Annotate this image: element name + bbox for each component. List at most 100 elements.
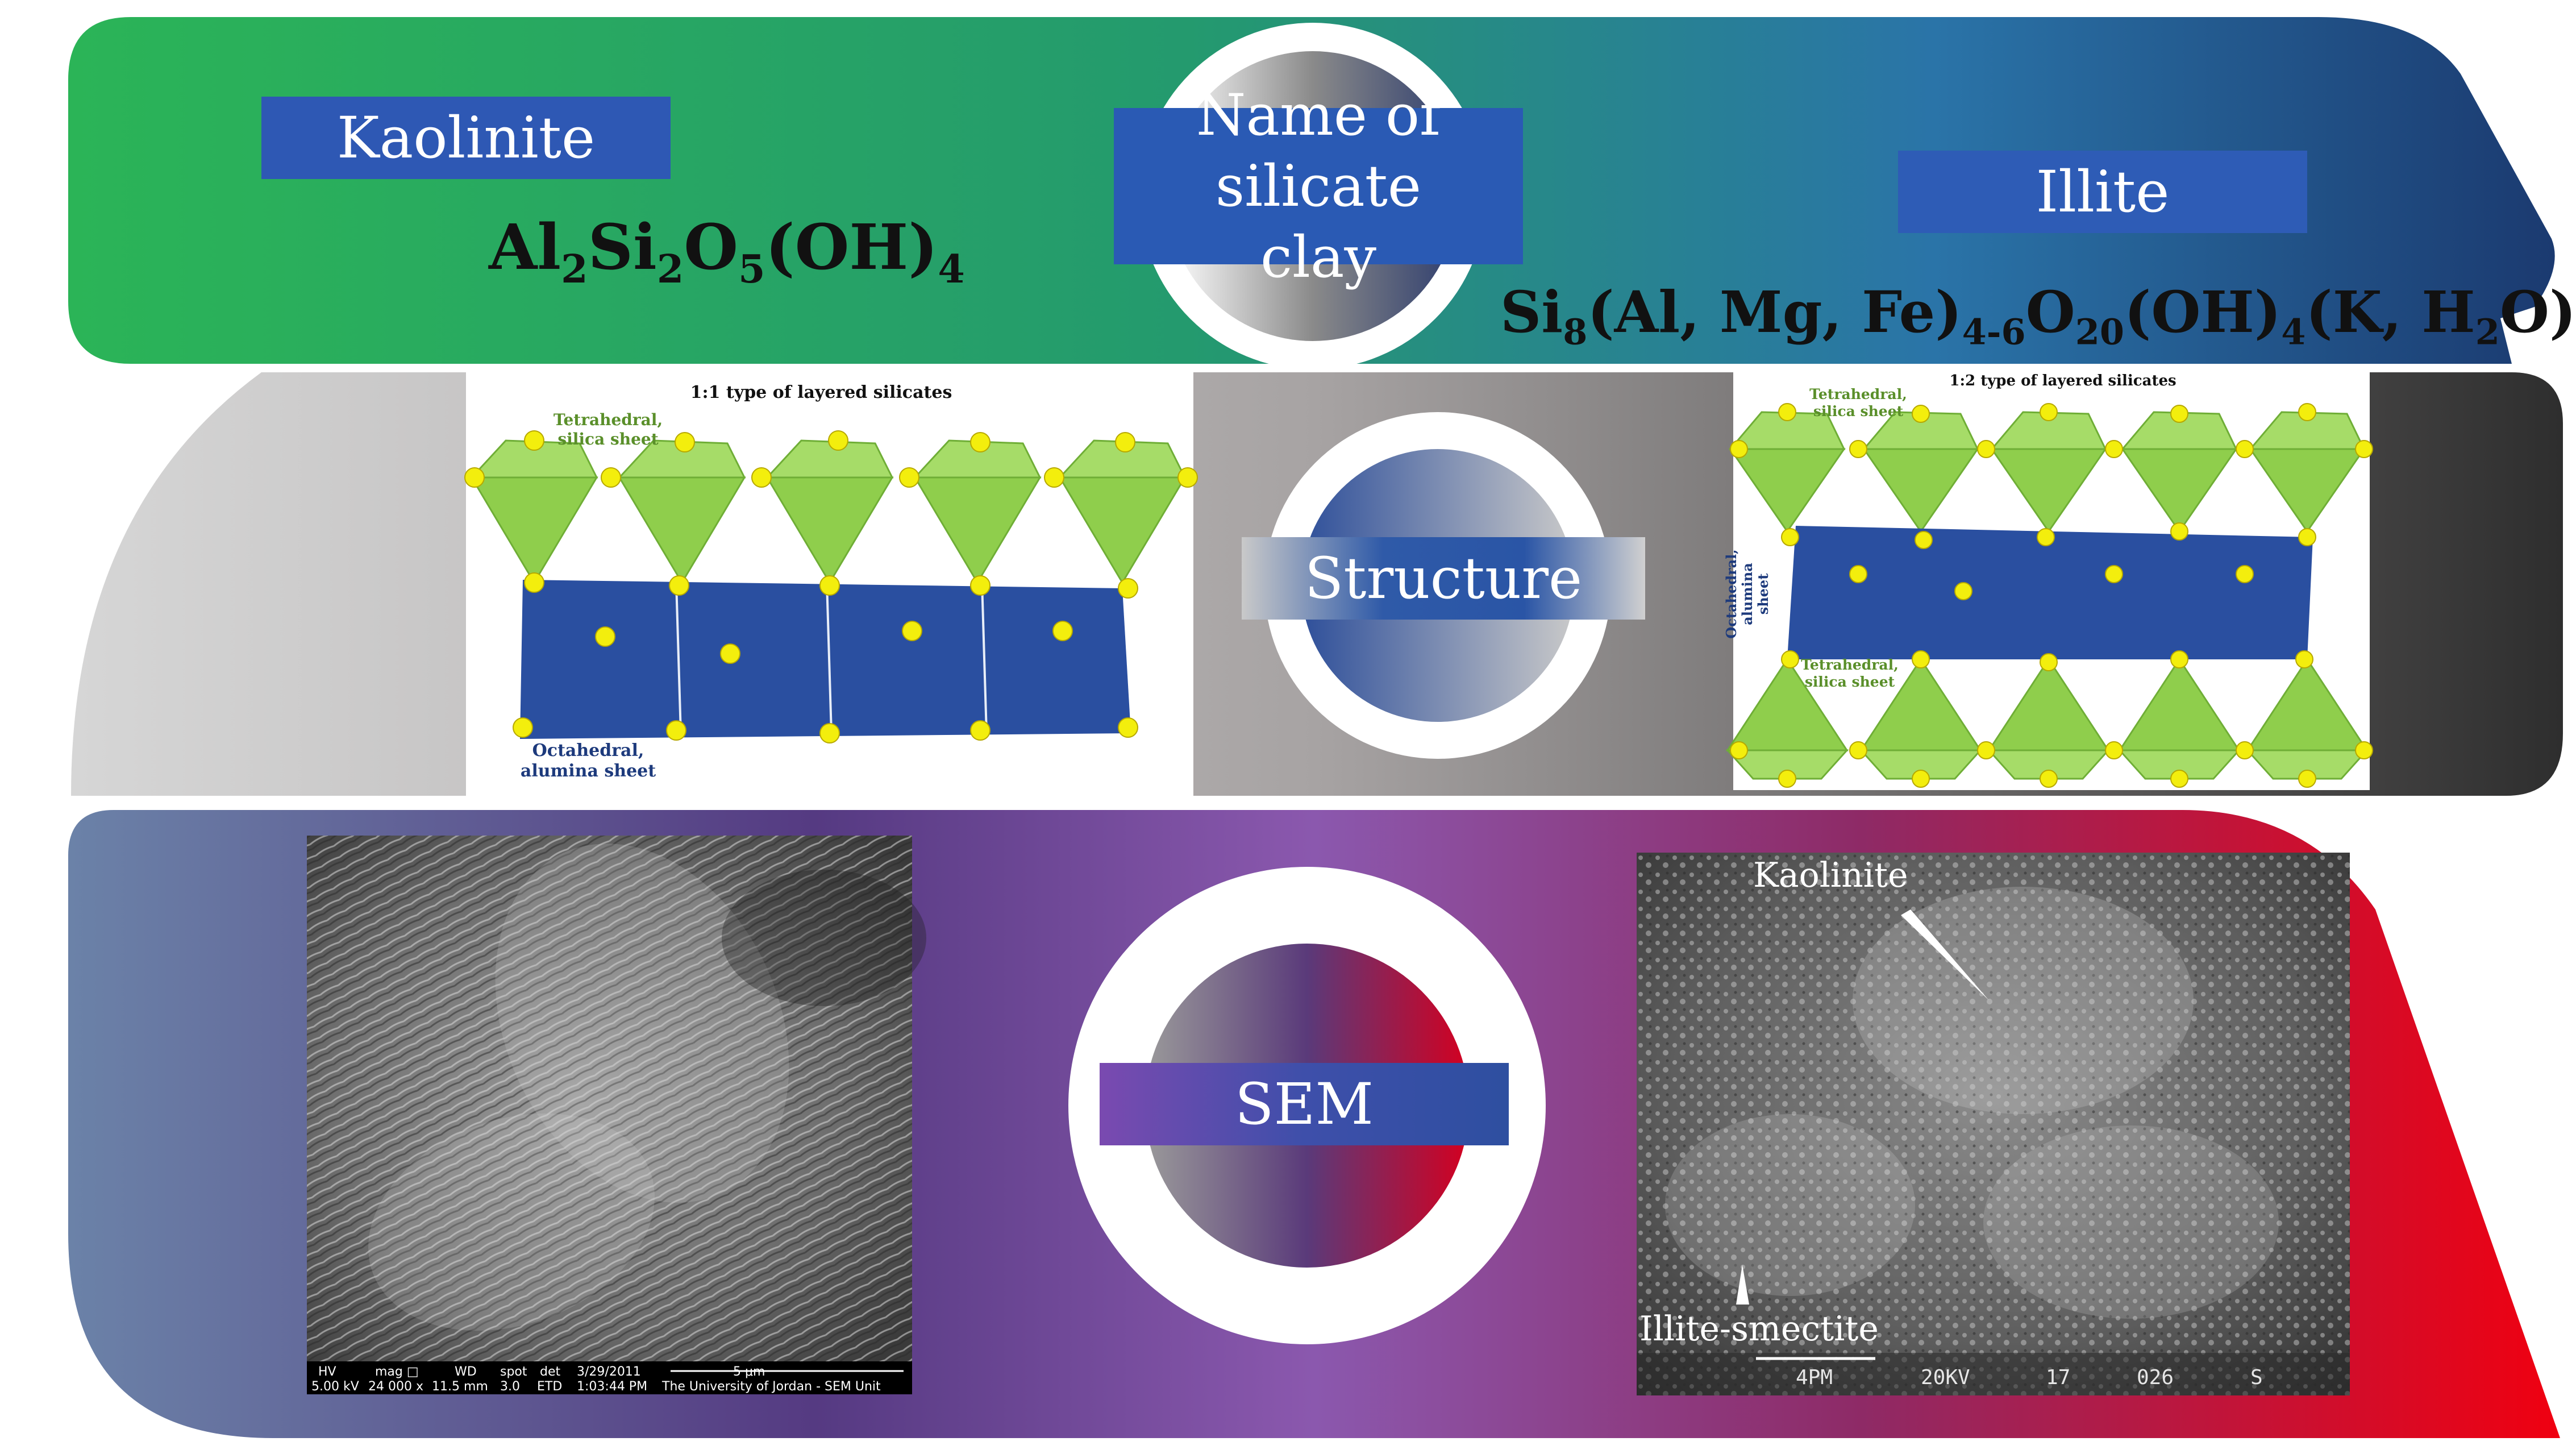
atom [1912,650,1930,668]
atom [2236,741,2254,759]
sem-title: SEM [1235,1071,1374,1137]
name-title-text: Name of silicate clay [1196,82,1441,290]
illite-name-box [1898,151,2307,233]
illite-lower-tetrahedral-label: Tetrahedral, [1801,657,1899,673]
atom [2170,650,2188,668]
kaolinite-tetrahedral-label: silica sheet [557,430,658,448]
tetrahedron-top [617,439,746,479]
atom [1849,565,1867,583]
atom [2105,565,2123,583]
tetrahedron-top [1058,439,1187,479]
atom [1177,467,1198,488]
atom [2298,770,2316,788]
atom [1954,582,1972,600]
sem-label-box [1100,1063,1509,1145]
structure-label-box [1242,537,1645,620]
sem-caption-value: The University of Jordan - SEM Unit [661,1380,881,1394]
atom [2170,522,2188,541]
atom [1912,405,1930,423]
kaolinite-diagram-title: 1:1 type of layered silicates [690,383,952,402]
sem-caption-header: mag □ [375,1365,419,1379]
kaolinite-tetrahedral-sheet [469,439,1187,584]
atom [464,467,485,488]
atom [1849,440,1867,458]
kaolinite-pointer-arrow [1901,909,1989,1000]
atom [675,432,695,452]
illite-octahedral-label: alumina [1739,563,1755,625]
atom [1977,741,1995,759]
kaolinite-tetrahedral-label: Tetrahedral, [554,410,663,429]
tetrahedron-bottom [1859,749,1983,780]
tetrahedron-top [913,439,1042,479]
sem-footer-text: 17 [2046,1366,2070,1389]
tetrahedron-top [1728,411,1846,450]
kaolinite-diagram-labels: Tetrahedral,silica sheetOctahedral,alumi… [521,410,663,781]
atom [2170,405,2188,423]
atom [2236,565,2254,583]
sheet-divider [675,582,682,734]
atom [2355,741,2373,759]
sem-caption-value: 24 000 x [368,1380,423,1394]
kaolinite-name-box [261,97,671,179]
illite-upper-tetrahedral-label: Tetrahedral, [1809,386,1907,402]
atom [1115,432,1135,452]
kaolinite-octahedral-label: Octahedral, [532,741,644,761]
illite-name: Illite [2036,159,2170,225]
atom [601,467,621,488]
illite-octahedral-label: sheet [1755,574,1771,615]
sem-caption-header: WD [455,1365,477,1379]
atom [1781,528,1799,546]
illite-sem-kaolinite-label: Kaolinite [1753,855,1908,895]
kaolinite-formula: Al2Si2O5(OH)4 [489,210,965,292]
atom [1044,467,1064,488]
atom [2040,770,2058,788]
atom [524,572,544,593]
atom [1849,741,1867,759]
illite-octahedral-label: Octahedral, [1723,549,1739,638]
atom [2037,528,2055,546]
atom [970,432,991,452]
illite-lower-tetrahedral-label: silica sheet [1805,674,1895,690]
atom [1915,531,1933,549]
atom [2355,440,2373,458]
atom [1118,578,1138,599]
atom [2298,528,2316,546]
atom [1778,770,1796,788]
atom [1730,440,1748,458]
atom [902,621,922,641]
illite-octahedral-sheet [1787,526,2313,659]
tetrahedron-bottom [1987,749,2111,780]
sem-footer-text: 20KV [1921,1366,1970,1389]
name-of-silicate-clay-box [1114,108,1523,264]
atom [819,723,840,743]
tetrahedron-top [469,439,598,479]
atom [828,430,848,451]
sem-caption-header: 3/29/2011 [577,1365,641,1379]
atom [970,720,991,741]
tetrahedron-bottom [2117,749,2241,780]
tetrahedron-bottom [2245,749,2369,780]
kaolinite-sem-caption-bar [307,1361,912,1394]
kaolinite-octahedral-sheet [520,580,1131,739]
illite-formula: Si8(Al, Mg, Fe)4-6O20(OH)4(K, H2O)2 [1500,279,2576,353]
tetrahedron-top [1990,411,2107,450]
tetrahedron-top [765,439,894,479]
sem-footer-text: S [2250,1366,2263,1389]
illite-sem-illite-smectite-label: Illite-smectite [1639,1309,1879,1349]
atom [2040,403,2058,421]
kaolinite-octahedral-lines [675,582,988,734]
name-of-silicate-clay-title: Name of silicate clay [1114,82,1523,290]
sem-caption-header: det [540,1365,561,1379]
atom [899,467,919,488]
illite-upper-tetrahedral-label: silica sheet [1813,403,1904,419]
sem-caption-header: HV [318,1365,336,1379]
illite-atoms [1730,403,2373,788]
kaolinite-structure-diagram [464,372,1198,799]
atom [970,575,991,596]
sem-footer-text: 4PM [1796,1366,1833,1389]
sem-caption-header: spot [500,1365,527,1379]
illite-sem-footer-bar [1637,1353,2350,1395]
sheet-divider [826,582,833,734]
kaolinite-octahedral-label: alumina sheet [521,761,656,781]
atom [513,717,533,738]
